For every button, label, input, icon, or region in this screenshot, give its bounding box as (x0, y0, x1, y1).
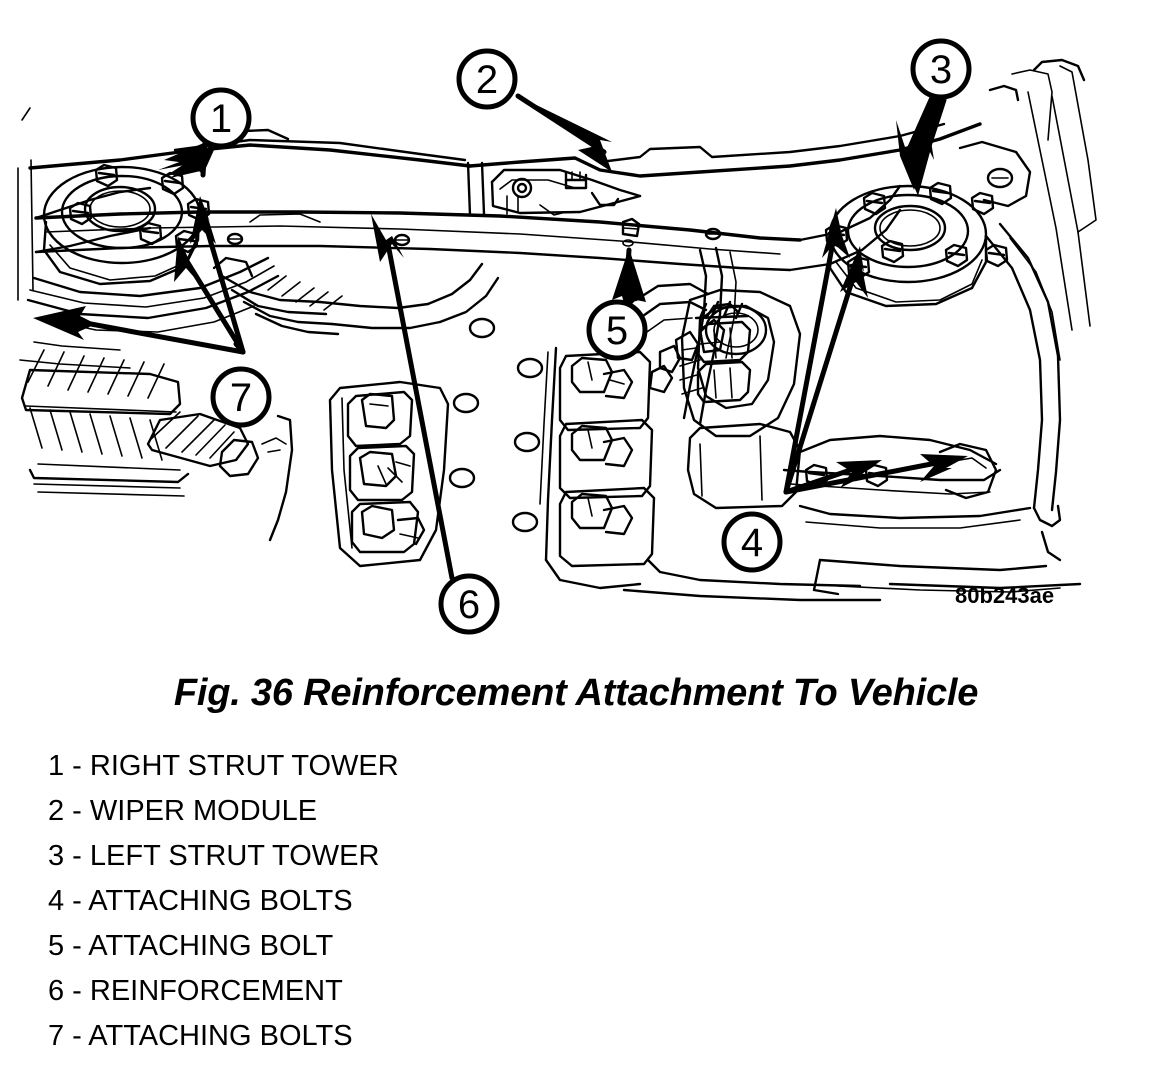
callout-4: 4 (721, 511, 783, 573)
legend-item-7: 7 - ATTACHING BOLTS (48, 1020, 353, 1052)
callout-3-label: 3 (930, 48, 952, 92)
figure-legend: 1 - RIGHT STRUT TOWER 2 - WIPER MODULE 3… (48, 744, 748, 1059)
legend-item-2: 2 - WIPER MODULE (48, 795, 318, 827)
callout-1-label: 1 (210, 97, 232, 141)
callout-6: 6 (438, 573, 500, 635)
legend-item-3: 3 - LEFT STRUT TOWER (48, 840, 380, 872)
legend-item-1: 1 - RIGHT STRUT TOWER (48, 750, 399, 782)
callout-7: 7 (210, 366, 272, 428)
callout-3: 3 (910, 38, 972, 100)
callout-5: 5 (586, 299, 648, 361)
technical-illustration: 1 2 3 4 5 6 7 (17, 38, 1097, 635)
callout-7-label: 7 (230, 376, 252, 420)
figure-title: Fig. 36 Reinforcement Attachment To Vehi… (173, 672, 979, 714)
figure-code: 80b243ae (955, 583, 1055, 608)
legend-item-5: 5 - ATTACHING BOLT (48, 930, 334, 962)
callout-4-label: 4 (741, 521, 763, 565)
legend-item-4: 4 - ATTACHING BOLTS (48, 885, 353, 917)
callout-5-label: 5 (606, 309, 628, 353)
callout-6-label: 6 (458, 583, 480, 627)
legend-item-6: 6 - REINFORCEMENT (48, 975, 343, 1007)
callout-1: 1 (190, 87, 252, 149)
callout-2-label: 2 (476, 58, 498, 102)
callout-2: 2 (456, 48, 518, 110)
